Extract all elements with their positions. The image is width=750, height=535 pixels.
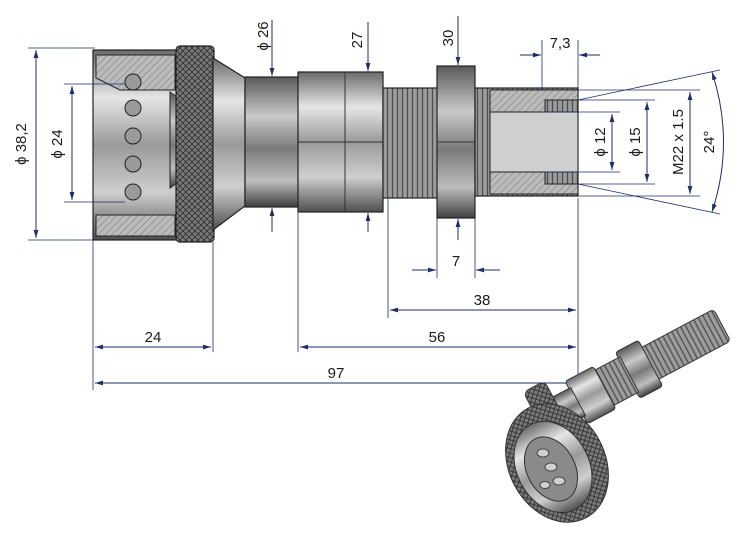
label-angle: 24°	[701, 131, 718, 154]
section-cut-top	[95, 54, 176, 91]
locking-balls	[124, 73, 142, 201]
rear-bore	[489, 111, 579, 173]
label-dia-12: ϕ 12	[592, 127, 609, 156]
label-len-38: 38	[474, 292, 491, 309]
cone-transition	[212, 56, 246, 232]
render-balls	[536, 448, 566, 489]
neck	[244, 76, 301, 208]
label-hex-mid: 27	[349, 32, 366, 49]
label-dia-15: ϕ 15	[627, 127, 644, 156]
dimension-labels: ϕ 38,2 ϕ 24 ϕ 26 27 30 7,3 ϕ 12 ϕ 15 M22…	[13, 21, 718, 382]
label-len-24: 24	[145, 329, 162, 346]
label-len-97: 97	[328, 365, 345, 382]
label-dia-bore: ϕ 24	[49, 129, 66, 158]
label-nut-width: 7	[452, 253, 460, 270]
dimension-lines	[28, 16, 724, 390]
section-cut-bottom	[95, 214, 176, 237]
label-hex-nut: 30	[440, 30, 457, 47]
label-dia-outer: ϕ 38,2	[13, 123, 30, 165]
coupling-section-view	[92, 45, 579, 243]
label-dia-neck: ϕ 26	[255, 21, 272, 50]
label-thread-spec: M22 x 1.5	[670, 109, 687, 175]
coupling-3d-render	[505, 310, 730, 523]
threaded-shank	[382, 87, 439, 199]
knurled-ring	[175, 45, 215, 243]
label-thread-len: 7,3	[550, 35, 571, 52]
label-len-56: 56	[429, 329, 446, 346]
